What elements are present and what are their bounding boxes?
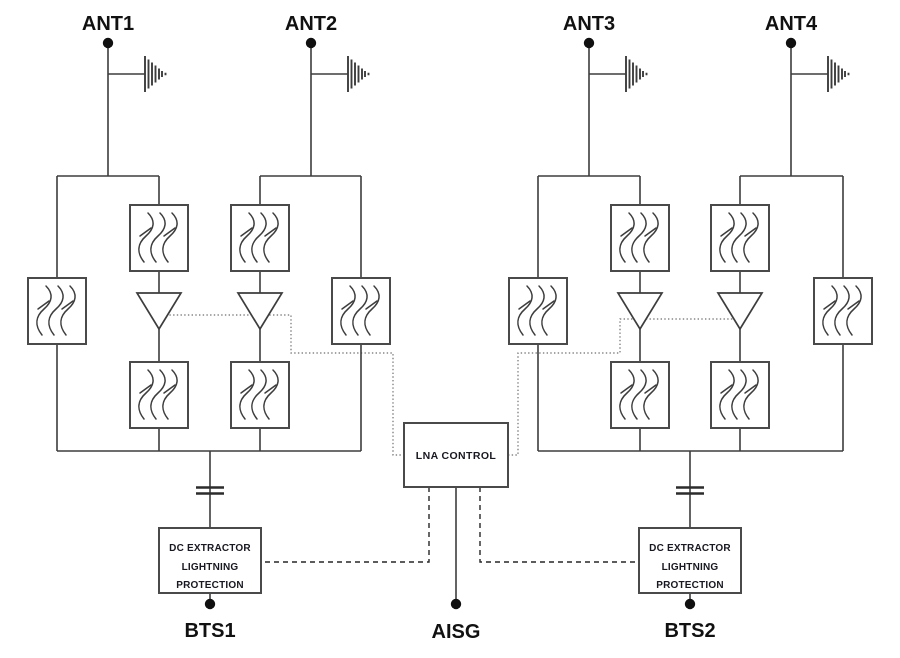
filter-box [610,361,670,429]
dashed-control-line-right [479,487,639,563]
dc-extractor-line2: LIGHTNING [662,562,719,573]
filter-box [508,277,568,345]
lna-control-box: LNA CONTROL [403,422,509,488]
dc-extractor-line1: DC EXTRACTOR [169,543,251,554]
filter-box [129,204,189,272]
ant4-label: ANT4 [765,13,818,35]
dc-extractor-line3: PROTECTION [656,580,724,591]
dc-extractor-line3: PROTECTION [176,580,244,591]
bottom-ports: BTS1 AISG BTS2 [184,598,716,643]
bypass-links [56,344,844,451]
ant4-feed-wire [790,43,828,176]
dc-extractor-box-2: DC EXTRACTOR LIGHTNING PROTECTION [638,527,742,594]
lna-amplifier-icon [716,292,764,331]
ant4-splitter [739,175,844,278]
terminal-dot [684,598,696,610]
ant2-label: ANT2 [285,13,337,35]
dashed-control-line-left [261,487,430,563]
dc-control-dashed-lines [261,487,639,563]
lna-control-label: LNA CONTROL [416,450,497,462]
ant1-feed-wire [107,43,145,176]
filter-box [710,361,770,429]
antenna-icon [625,55,648,93]
dc-extractor-line1: DC EXTRACTOR [649,543,731,554]
terminal-dot [305,37,317,49]
terminal-dot [450,598,462,610]
capacitor-icon [676,486,704,495]
ant3-splitter [537,175,641,278]
terminal-dot [204,598,216,610]
ant1-label: ANT1 [82,13,134,35]
filter-box [129,361,189,429]
bts1-label: BTS1 [184,620,235,642]
ant2-feed-wire [310,43,348,176]
dc-extractor-box-1: DC EXTRACTOR LIGHTNING PROTECTION [158,527,262,594]
lna-amplifier-icon [236,292,284,331]
lna-amplifiers [135,292,764,331]
filter-box [610,204,670,272]
signal-wires [56,43,844,604]
lna-amplifier-icon [616,292,664,331]
filter-banks [27,204,873,429]
filter-box [230,361,290,429]
dotted-control-line-right [508,318,742,456]
antenna-icon [144,55,167,93]
filter-box [230,204,290,272]
ant3-label: ANT3 [563,13,615,35]
terminal-dot [583,37,595,49]
antenna-icon [347,55,370,93]
ant3-feed-wire [588,43,626,176]
terminal-dot [102,37,114,49]
antenna-icon [827,55,850,93]
ant1-splitter [56,175,160,278]
aisg-label: AISG [432,621,481,643]
filter-box [27,277,87,345]
bts2-label: BTS2 [664,620,715,642]
lna-amplifier-icon [135,292,183,331]
capacitor-icon [196,486,224,495]
antenna-terminals: ANT1 ANT2 ANT3 ANT4 [82,13,850,93]
filter-box [710,204,770,272]
ant2-splitter [259,175,362,278]
terminal-dot [785,37,797,49]
filter-box [813,277,873,345]
filter-box [331,277,391,345]
dc-extractor-line2: LIGHTNING [182,562,239,573]
